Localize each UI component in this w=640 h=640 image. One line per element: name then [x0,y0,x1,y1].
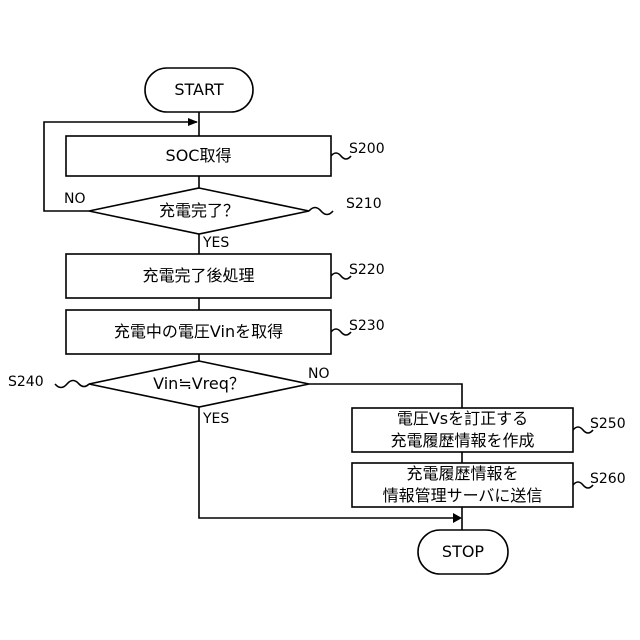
leader-s240 [55,381,89,388]
leader-s200 [331,153,351,159]
process-label-s230: 充電中の電圧Vinを取得 [66,310,331,354]
branch-label-s210-yes: YES [203,235,229,251]
step-label-s220: S220 [349,262,385,278]
no-connector [309,384,462,408]
process-label-s260-line2: 情報管理サーバに送信 [352,485,573,507]
process-label-s250-line1: 電圧Vsを訂正する [352,408,573,430]
branch-label-s240-no: NO [308,366,330,382]
step-label-s200: S200 [349,141,385,157]
step-label-s260: S260 [590,471,626,487]
merge-arrow [453,513,462,523]
step-label-s240: S240 [8,374,44,390]
leader-s220 [331,273,351,279]
process-label-s250-line2: 充電履歴情報を作成 [352,430,573,452]
branch-label-s210-no: NO [64,191,86,207]
process-label-s260-line1: 充電履歴情報を [352,463,573,485]
leader-s210 [309,208,333,215]
stop-label: STOP [418,530,508,574]
process-label-s220: 充電完了後処理 [66,254,331,298]
process-label-s200: SOC取得 [66,136,331,176]
step-label-s210: S210 [346,196,382,212]
leader-s230 [331,329,351,335]
decision-label-s240: Vin≒Vreq？ [119,373,279,395]
decision-label-s210: 充電完了？ [119,200,279,222]
step-label-s230: S230 [349,318,385,334]
branch-label-s240-yes: YES [203,411,229,427]
step-label-s250: S250 [590,416,626,432]
start-label: START [145,68,253,112]
